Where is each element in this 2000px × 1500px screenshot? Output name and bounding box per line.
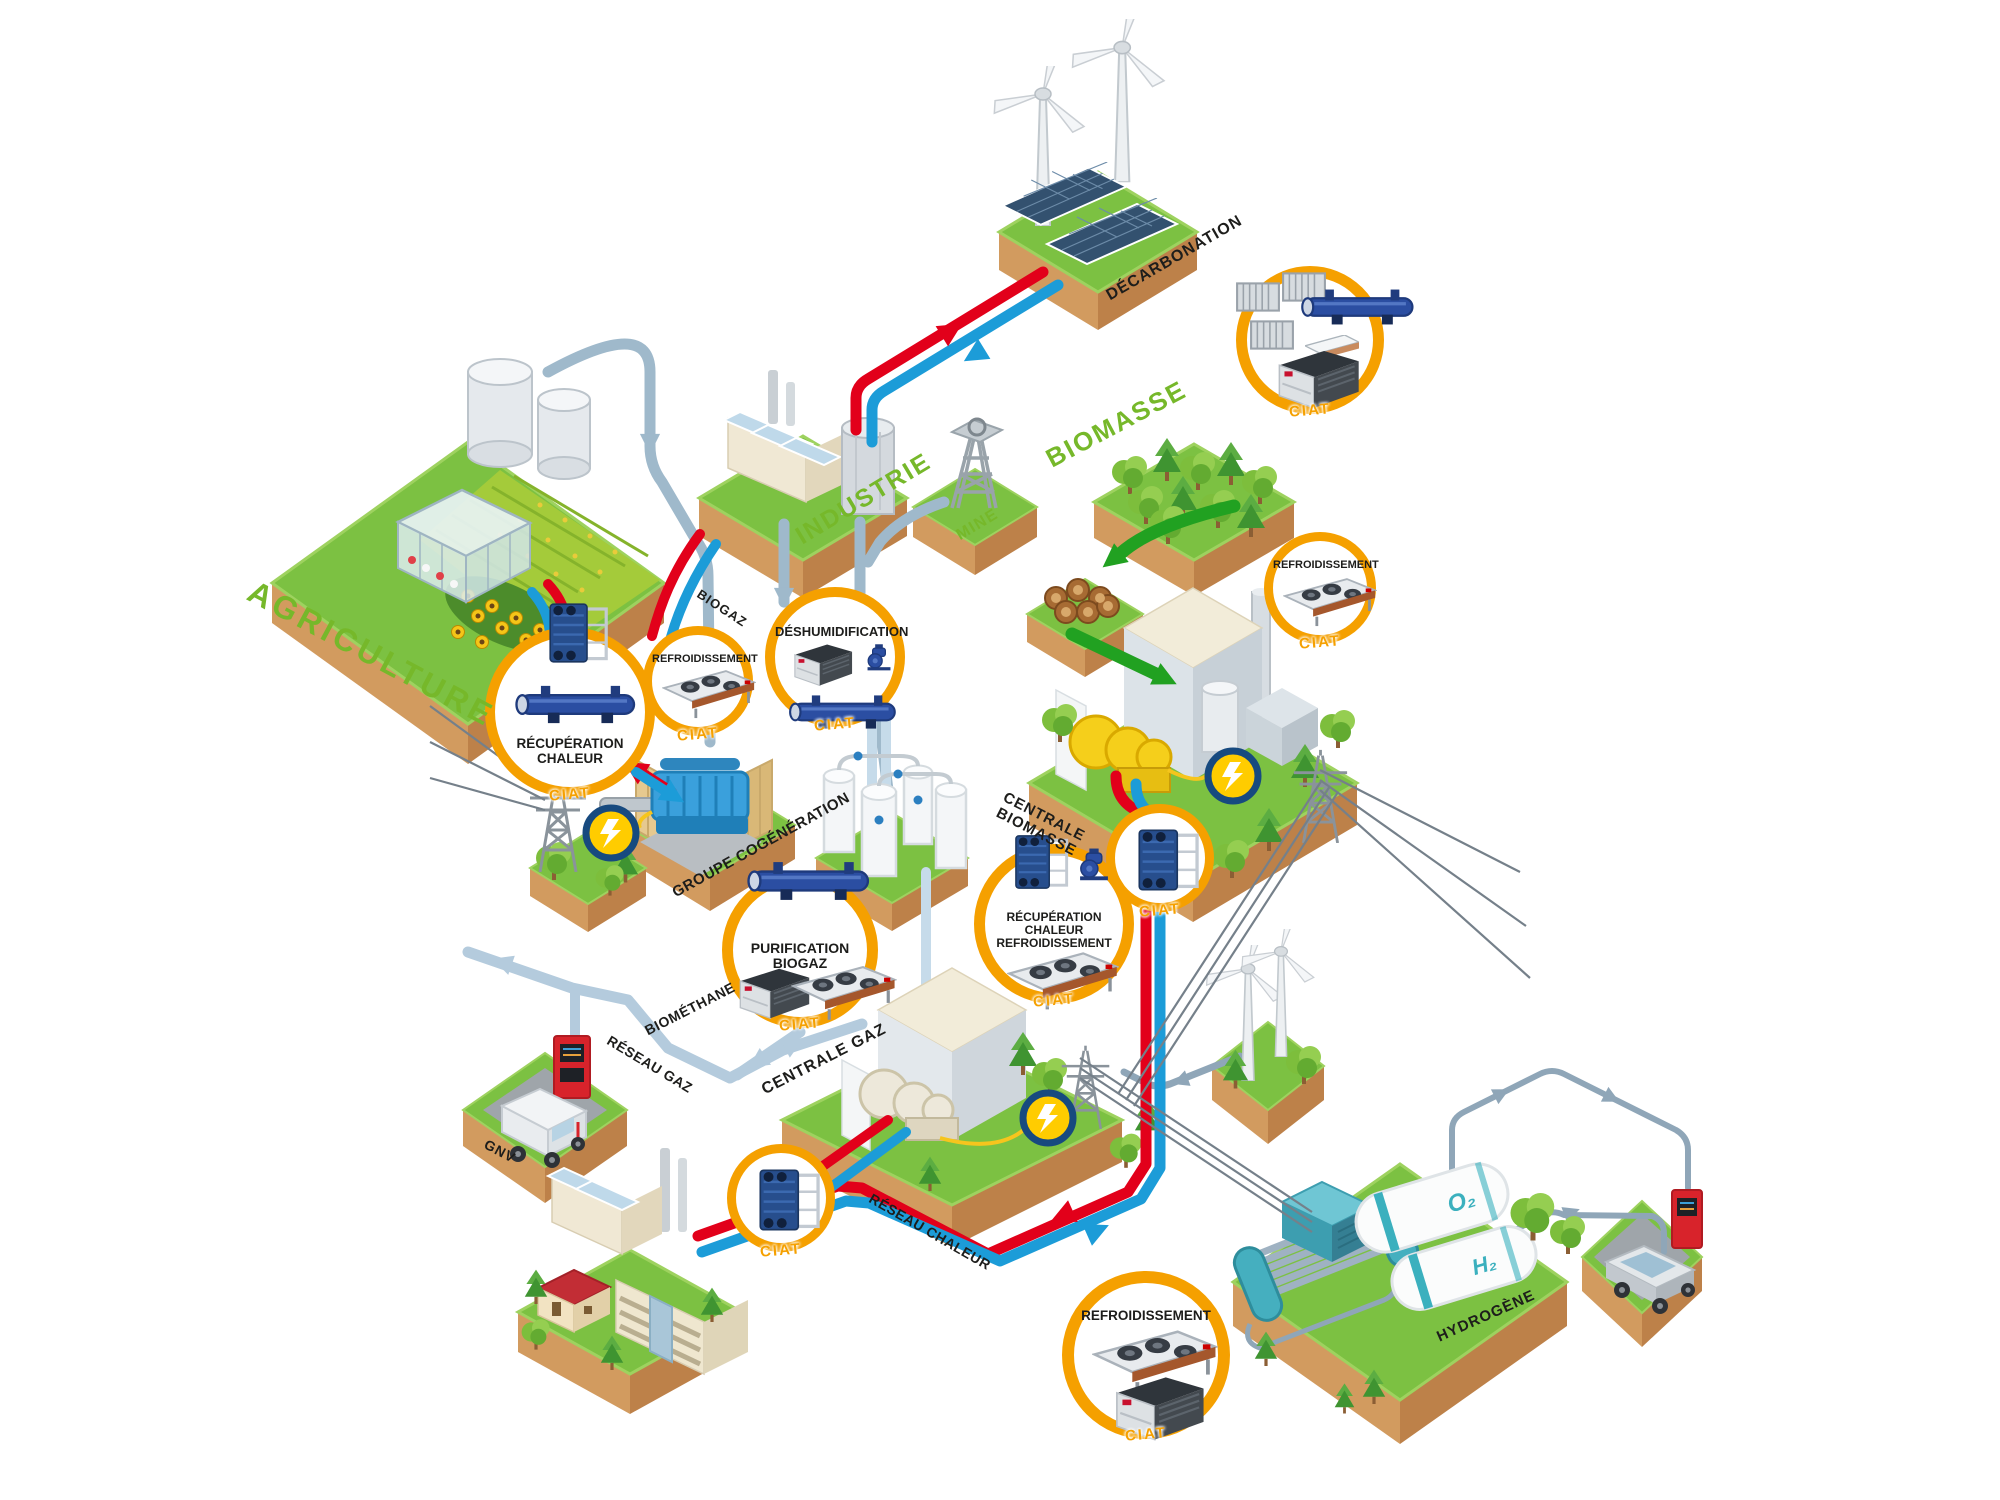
wood-flow-arrows: [1065, 499, 1241, 695]
wind-platform: [1210, 1020, 1326, 1144]
circle-title: REFROIDISSEMENT: [1081, 1308, 1211, 1323]
circle-title: REFROIDISSEMENT: [1273, 559, 1379, 571]
pump-icon: [865, 643, 893, 671]
o2-tank: O₂: [1354, 1161, 1510, 1254]
dry-cooler-icon: [1283, 577, 1377, 630]
log-pile: [1044, 578, 1120, 624]
pump-icon: [1077, 847, 1111, 881]
h2-tank: H₂: [1390, 1225, 1538, 1311]
shell-tube-exchanger-icon: [513, 681, 641, 728]
ciat-brand: CIAT: [676, 724, 720, 745]
equipment-circle-echangeur-centrale-biomasse: CIAT: [1106, 804, 1214, 921]
wind-turbine-icon: [1068, 19, 1166, 183]
ciat-brand: CIAT: [1032, 990, 1076, 1011]
electricity-cables: [637, 768, 1208, 1146]
power-lines: [429, 705, 1531, 1233]
electricity-icon: [1023, 1093, 1073, 1143]
finned-coil-icon: [1235, 279, 1281, 315]
shell-tube-exchanger-icon: [1299, 285, 1419, 329]
ciat-brand: CIAT: [813, 714, 857, 735]
equipment-circle-refroidissement-biomasse: REFROIDISSEMENT CIAT: [1264, 532, 1379, 653]
equipment-circle-refroidissement-agriculture: REFROIDISSEMENT CIAT: [643, 626, 758, 745]
h2-refuel-station: [1603, 1189, 1703, 1314]
ciat-brand: CIAT: [1124, 1424, 1168, 1445]
rooftop-unit-icon: [789, 643, 855, 687]
plate-heat-exchanger-icon: [1136, 827, 1202, 893]
equipment-circle-deshumidification: DÉSHUMIDIFICATION CIAT: [765, 587, 909, 735]
industrie-factory: [721, 370, 895, 515]
ciat-brand: CIAT: [548, 784, 592, 805]
finned-coil-icon: [1249, 317, 1295, 353]
equipment-circle-echangeur-reseau-chaleur: CIAT: [727, 1144, 835, 1261]
plate-heat-exchanger-icon: [757, 1167, 823, 1233]
purification-towers: [822, 751, 968, 878]
shell-tube-exchanger-icon: [745, 857, 875, 905]
plate-heat-exchanger-icon: [547, 601, 611, 665]
reseau-gaz-pipes: [462, 946, 868, 1084]
circle-title: DÉSHUMIDIFICATION: [775, 624, 909, 639]
ciat-brand: CIAT: [759, 1240, 803, 1261]
ciat-brand: CIAT: [1138, 900, 1182, 921]
ciat-brand: CIAT: [1298, 632, 1342, 653]
centrale-gaz-plant: [841, 967, 1161, 1191]
electricity-icon: [1208, 751, 1258, 801]
ciat-brand: CIAT: [778, 1014, 822, 1035]
district-buildings: [521, 1148, 748, 1376]
gnv-station: [499, 1035, 591, 1168]
equipment-circle-gamme-ciat: CIAT: [1235, 266, 1384, 421]
equipment-circle-purification-biogaz: PURIFICATION BIOGAZ CIAT: [722, 872, 878, 1035]
dry-cooler-icon: [662, 669, 756, 722]
equipment-circle-refroidissement-hydrogene: REFROIDISSEMENT CIAT: [1062, 1271, 1230, 1445]
mine-platform: [911, 467, 1039, 575]
circle-title: REFROIDISSEMENT: [652, 653, 758, 665]
hydrogen-production: O₂ H₂: [1232, 1161, 1585, 1414]
greenhouse: [395, 488, 533, 604]
mine-headframe: [949, 417, 1005, 509]
ciat-brand: CIAT: [1288, 400, 1332, 421]
circle-title: PURIFICATION BIOGAZ: [750, 940, 850, 972]
electricity-icon: [586, 808, 636, 858]
agriculture-silos: [467, 358, 591, 480]
